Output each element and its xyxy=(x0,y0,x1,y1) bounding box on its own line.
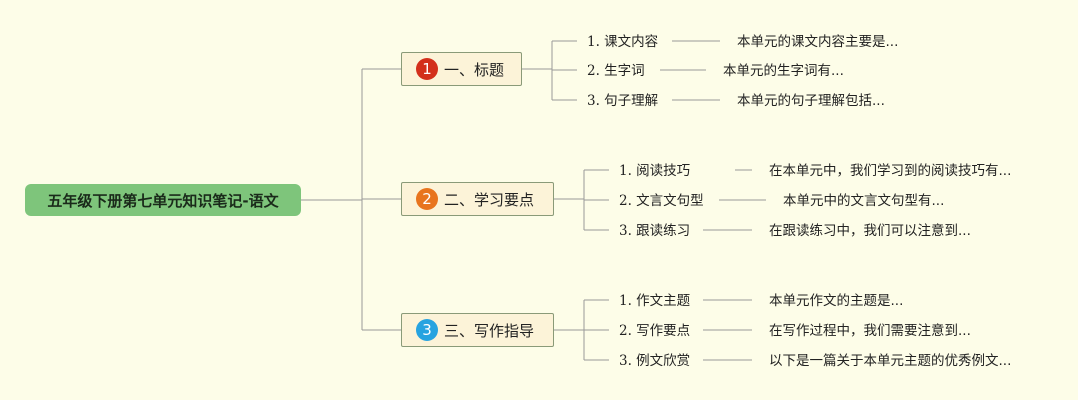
leaf-description: 在写作过程中，我们需要注意到... xyxy=(769,323,971,339)
root-node[interactable]: 五年级下册第七单元知识笔记-语文 xyxy=(25,184,301,216)
branch-label: 一、标题 xyxy=(444,60,505,79)
leaf-description: 以下是一篇关于本单元主题的优秀例文... xyxy=(769,353,1012,369)
leaf-item[interactable]: 1. 阅读技巧 xyxy=(619,163,691,179)
number-badge-icon: 1 xyxy=(416,58,438,80)
leaf-item[interactable]: 3. 跟读练习 xyxy=(619,223,691,239)
leaf-description: 本单元的句子理解包括... xyxy=(737,93,885,109)
leaf-item[interactable]: 3. 例文欣赏 xyxy=(619,353,691,369)
leaf-description: 本单元作文的主题是... xyxy=(769,293,904,309)
leaf-description: 本单元的课文内容主要是... xyxy=(737,34,899,50)
root-label: 五年级下册第七单元知识笔记-语文 xyxy=(47,191,279,210)
leaf-description: 本单元的生字词有... xyxy=(723,63,844,79)
leaf-description: 本单元中的文言文句型有... xyxy=(783,193,945,209)
leaf-item[interactable]: 1. 课文内容 xyxy=(587,34,659,50)
leaf-item[interactable]: 1. 作文主题 xyxy=(619,293,691,309)
leaf-item[interactable]: 2. 生字词 xyxy=(587,63,645,79)
branch-label: 三、写作指导 xyxy=(444,321,535,340)
number-badge-icon: 3 xyxy=(416,319,438,341)
leaf-item[interactable]: 2. 写作要点 xyxy=(619,323,691,339)
number-badge-icon: 2 xyxy=(416,188,438,210)
leaf-description: 在跟读练习中，我们可以注意到... xyxy=(769,223,971,239)
branch-node-writing-guide[interactable]: 3 三、写作指导 xyxy=(401,313,554,347)
leaf-description: 在本单元中，我们学习到的阅读技巧有... xyxy=(769,163,1012,179)
leaf-item[interactable]: 2. 文言文句型 xyxy=(619,193,704,209)
branch-node-title[interactable]: 1 一、标题 xyxy=(401,52,522,86)
branch-label: 二、学习要点 xyxy=(444,190,535,209)
leaf-item[interactable]: 3. 句子理解 xyxy=(587,93,659,109)
branch-node-key-points[interactable]: 2 二、学习要点 xyxy=(401,182,554,216)
